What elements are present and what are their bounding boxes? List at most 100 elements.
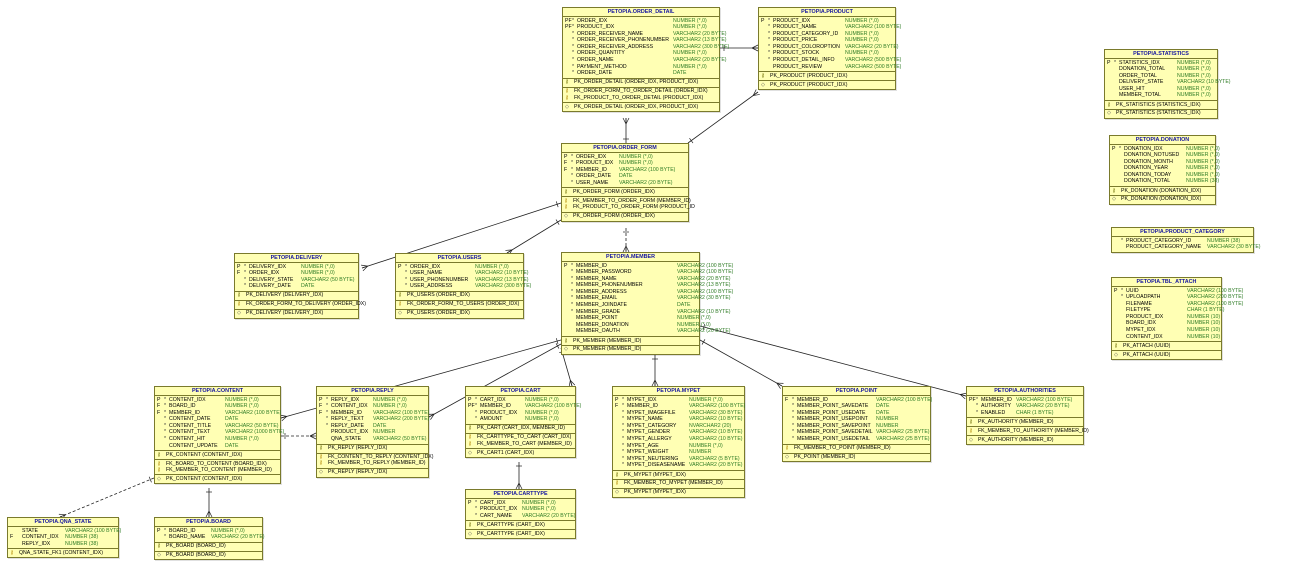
- foreign-key-row[interactable]: ⚷FK_ORDER_FORM_TO_ORDER_DETAIL (ORDER_ID…: [563, 88, 719, 94]
- relationship-line[interactable]: [687, 91, 759, 144]
- foreign-key-row[interactable]: ⚷FK_PRODUCT_TO_ORDER_DETAIL (PRODUCT_IDX…: [563, 95, 719, 101]
- primary-key-row[interactable]: ⚷PK_MYPET (MYPET_IDX): [613, 472, 744, 478]
- primary-key-row[interactable]: ⚷PK_AUTHORITY (MEMBER_ID): [967, 419, 1083, 425]
- primary-key-row[interactable]: ⚷PK_BOARD (BOARD_ID): [155, 543, 262, 549]
- foreign-key-row[interactable]: ⚷FK_MEMBER_TO_CONTENT (MEMBER_ID): [155, 467, 280, 473]
- relationship-line[interactable]: [506, 219, 562, 254]
- primary-key-row[interactable]: ⚷PK_DELIVERY (DELIVERY_IDX): [235, 292, 358, 298]
- index-row[interactable]: ◇PK_MYPET (MYPET_IDX): [613, 489, 744, 495]
- index-row[interactable]: ◇PK_PRODUCT (PRODUCT_IDX): [759, 82, 895, 88]
- relationship-line[interactable]: [699, 339, 783, 387]
- index-row[interactable]: ◇PK_STATISTICS (STATISTICS_IDX): [1105, 110, 1217, 116]
- foreign-key-row[interactable]: ⚷FK_ORDER_FORM_TO_USERS (ORDER_IDX): [396, 301, 523, 307]
- primary-key-row[interactable]: ⚷PK_ORDER_FORM (ORDER_IDX): [562, 189, 688, 195]
- foreign-key-row[interactable]: ⚷FK_MEMBER_TO_POINT (MEMBER_ID): [783, 445, 930, 451]
- index-row[interactable]: ◇PK_BOARD (BOARD_ID): [155, 552, 262, 558]
- primary-key-row[interactable]: ⚷PK_PRODUCT (PRODUCT_IDX): [759, 73, 895, 79]
- foreign-key-row[interactable]: ⚷FK_BOARD_TO_CONTENT (BOARD_IDX): [155, 461, 280, 467]
- primary-key-row[interactable]: ⚷PK_DONATION (DONATION_IDX): [1110, 188, 1215, 194]
- index-row[interactable]: ◇PK_ORDER_FORM (ORDER_IDX): [562, 213, 688, 219]
- index-row[interactable]: ◇PK_ORDER_DETAIL (ORDER_IDX, PRODUCT_IDX…: [563, 104, 719, 110]
- index-row[interactable]: ◇PK_CARTTYPE (CART_IDX): [466, 531, 575, 537]
- index-row[interactable]: ◇PK_DELIVERY (DELIVERY_IDX): [235, 310, 358, 316]
- foreign-key-row[interactable]: ⚷FK_PRODUCT_TO_ORDER_FORM (PRODUCT_ID: [562, 204, 695, 210]
- foreign-key-row[interactable]: ⚷FK_MEMBER_TO_CART (MEMBER_ID): [466, 441, 575, 447]
- foreign-key-row[interactable]: ⚷QNA_STATE_FK1 (CONTENT_IDX): [8, 550, 118, 556]
- primary-key-row[interactable]: ⚷PK_CARTTYPE (CART_IDX): [466, 522, 575, 528]
- index-row[interactable]: ◇PK_POINT (MEMBER_ID): [783, 454, 930, 460]
- index-row[interactable]: ◇PK_REPLY (REPLY_IDX): [317, 469, 428, 475]
- index-row[interactable]: ◇PK_CONTENT (CONTENT_IDX): [155, 476, 280, 482]
